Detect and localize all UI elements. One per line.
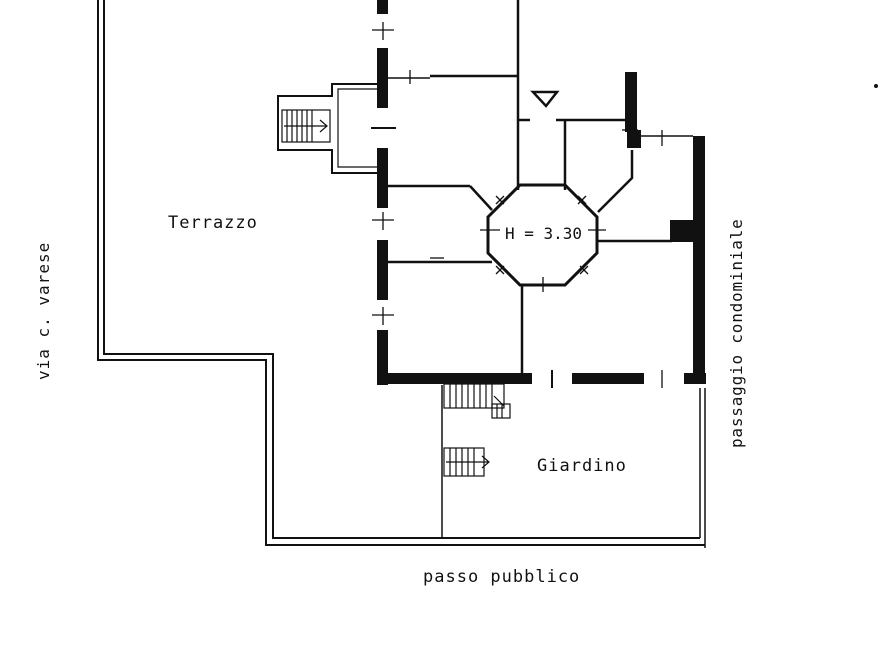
wall-bottom-left: [377, 373, 532, 384]
wall-top-stub: [625, 72, 637, 132]
terrace-boundary: [97, 0, 705, 546]
label-terrazzo: Terrazzo: [168, 213, 258, 233]
wall-left-a: [377, 48, 388, 108]
entrance-triangle: [530, 90, 560, 108]
wall-right: [693, 136, 705, 384]
wall-left-upper: [377, 0, 388, 14]
wall-left-d: [377, 330, 388, 385]
garden-stair-lower: [443, 447, 490, 477]
label-giardino: Giardino: [537, 456, 627, 476]
wall-left-c: [377, 240, 388, 300]
axis-marks: [372, 22, 663, 388]
wall-bedroom-corner: [627, 130, 641, 148]
terrace-boundary-inner: [103, 0, 700, 539]
wall-left-b: [377, 148, 388, 208]
balcony-outline: [277, 83, 380, 174]
octagon-hall: [486, 183, 599, 287]
balcony-inner: [337, 88, 380, 168]
wall-right-notch: [670, 220, 695, 242]
wall-bottom-right: [572, 373, 644, 384]
label-via-varese: via c. varese: [34, 241, 53, 380]
garden-stair-upper: [443, 383, 511, 419]
label-passo-pubblico: passo pubblico: [423, 567, 581, 587]
label-passaggio-condominiale: passaggio condominiale: [727, 218, 746, 448]
label-ceiling-height: H = 3.30: [505, 224, 583, 243]
balcony-stair: [281, 109, 331, 143]
